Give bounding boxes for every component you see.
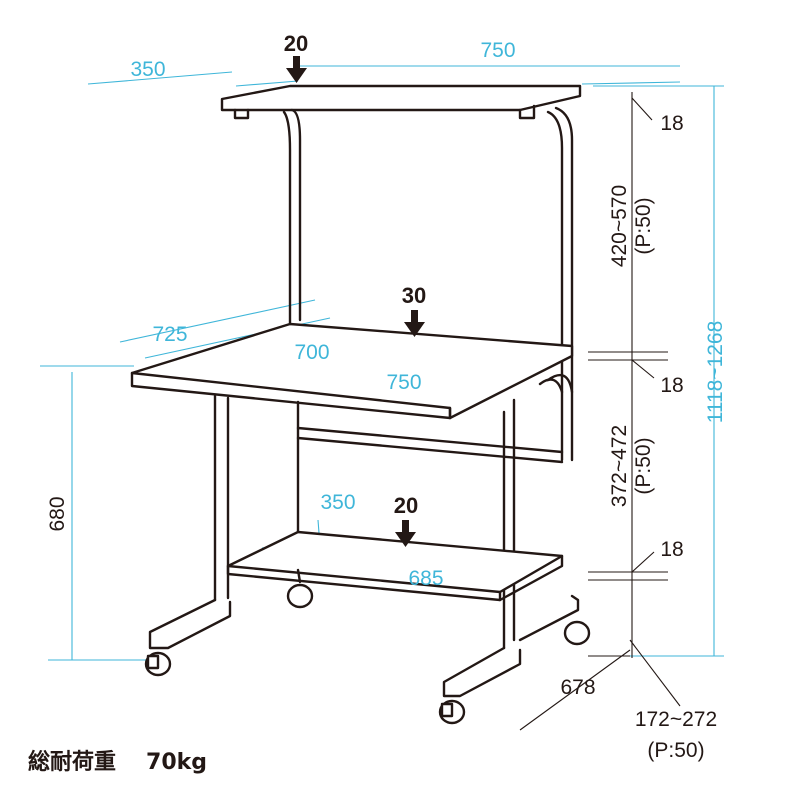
bottom-height-pitch: (P:50) <box>647 739 704 762</box>
total-height: 1118~1268 <box>704 321 727 424</box>
total-load-label: 総耐荷重 <box>28 750 117 775</box>
lower-gap-range: 372~472 <box>608 425 631 507</box>
upper-gap-range: 420~570 <box>608 185 631 267</box>
top-shelf-width: 750 <box>480 39 515 62</box>
bottom-shelf-width: 685 <box>408 567 443 590</box>
load-arrow-top <box>286 56 307 83</box>
caster-rear-right <box>563 620 591 646</box>
caster-front-right <box>438 699 466 725</box>
upper-gap-pitch: (P:50) <box>632 197 655 254</box>
cart-drawing <box>130 84 591 725</box>
desk-depth-outer: 725 <box>152 323 187 346</box>
bottom-shelf-load: 20 <box>394 493 418 518</box>
load-arrow-bottom <box>395 520 416 547</box>
base-depth: 678 <box>560 676 595 699</box>
top-shelf-depth: 350 <box>130 58 165 81</box>
top-shelf-thickness: 18 <box>660 112 683 135</box>
desk-height: 680 <box>46 496 69 531</box>
load-arrow-desk <box>404 310 425 337</box>
total-load-value: 70kg <box>146 750 208 775</box>
desk-thickness: 18 <box>660 374 683 397</box>
right-height-lines <box>519 92 681 731</box>
top-shelf <box>220 84 582 112</box>
caster-rear-left <box>286 583 314 609</box>
caster-front-left <box>144 651 172 677</box>
bottom-shelf-depth: 350 <box>320 491 355 514</box>
bottom-shelf <box>226 530 564 594</box>
bottom-height-range: 172~272 <box>635 708 717 731</box>
lower-gap-pitch: (P:50) <box>632 437 655 494</box>
desk-load: 30 <box>402 283 426 308</box>
top-shelf-load: 20 <box>284 31 308 56</box>
total-load-caption: 総耐荷重 70kg <box>28 744 207 776</box>
desk-surface <box>130 322 574 420</box>
bottom-shelf-thickness: 18 <box>660 538 683 561</box>
desk-depth-inner: 700 <box>294 341 329 364</box>
desk-width: 750 <box>386 371 421 394</box>
